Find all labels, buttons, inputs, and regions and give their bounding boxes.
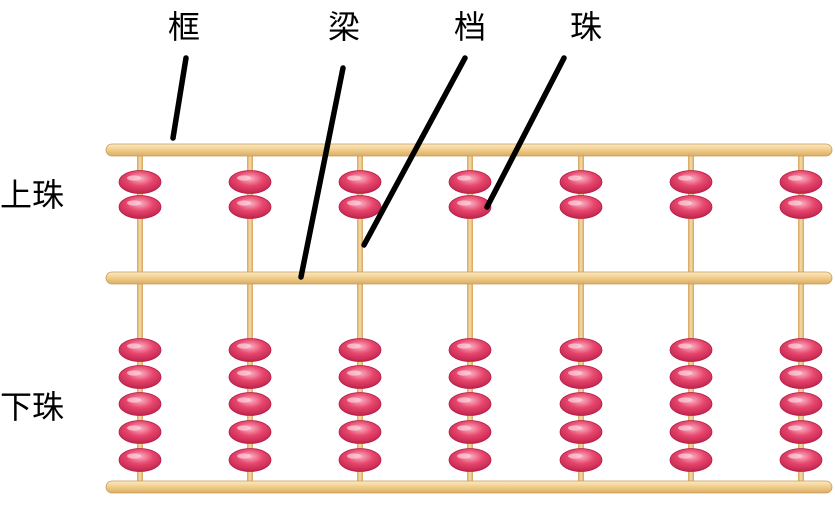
- lower-bead: [338, 420, 382, 444]
- lower-bead: [669, 392, 713, 416]
- lower-bead: [448, 448, 492, 472]
- rod: [247, 150, 253, 487]
- frame-bottom-bar: [105, 480, 833, 494]
- lower-bead: [228, 392, 272, 416]
- upper-bead: [228, 195, 272, 219]
- lower-bead: [228, 420, 272, 444]
- pointer-lines: [170, 55, 567, 280]
- bars-layer: [105, 143, 833, 494]
- lower-bead: [779, 448, 823, 472]
- upper-bead: [669, 195, 713, 219]
- beads-layer: [118, 170, 823, 472]
- lower-bead: [559, 420, 603, 444]
- lower-bead: [448, 392, 492, 416]
- lower-beads-label: 下珠: [0, 388, 64, 426]
- labels: 框 梁 档 珠 上珠 下珠: [0, 8, 602, 426]
- lower-bead: [669, 448, 713, 472]
- upper-beads-label: 上珠: [0, 176, 64, 214]
- beam-label: 梁: [328, 8, 360, 46]
- frame-pointer-line: [170, 55, 189, 141]
- lower-bead: [118, 392, 162, 416]
- lower-bead: [228, 365, 272, 389]
- upper-bead: [779, 170, 823, 194]
- lower-bead: [338, 338, 382, 362]
- rod: [578, 150, 584, 487]
- rod: [688, 150, 694, 487]
- upper-bead: [118, 195, 162, 219]
- rod: [467, 150, 473, 487]
- upper-bead: [559, 170, 603, 194]
- lower-bead: [779, 420, 823, 444]
- lower-bead: [228, 448, 272, 472]
- upper-bead: [669, 170, 713, 194]
- frame-top-bar: [105, 143, 833, 157]
- lower-bead: [228, 338, 272, 362]
- lower-bead: [779, 392, 823, 416]
- beam-bar: [105, 271, 833, 285]
- rod-label: 档: [454, 8, 486, 46]
- frame-label: 框: [168, 8, 200, 46]
- upper-bead: [448, 195, 492, 219]
- upper-bead: [228, 170, 272, 194]
- upper-bead: [338, 170, 382, 194]
- rod: [357, 150, 363, 487]
- rod: [798, 150, 804, 487]
- upper-bead: [779, 195, 823, 219]
- lower-bead: [559, 365, 603, 389]
- lower-bead: [118, 420, 162, 444]
- lower-bead: [118, 365, 162, 389]
- rod-pointer-line: [361, 55, 468, 248]
- lower-bead: [559, 338, 603, 362]
- lower-bead: [338, 448, 382, 472]
- upper-bead: [338, 195, 382, 219]
- bead-pointer-line: [484, 55, 567, 210]
- lower-bead: [669, 420, 713, 444]
- upper-bead: [559, 195, 603, 219]
- lower-bead: [448, 365, 492, 389]
- lower-bead: [559, 392, 603, 416]
- lower-bead: [559, 448, 603, 472]
- lower-bead: [779, 338, 823, 362]
- lower-bead: [669, 365, 713, 389]
- lower-bead: [448, 420, 492, 444]
- beam-pointer-line: [298, 65, 346, 280]
- lower-bead: [448, 338, 492, 362]
- lower-bead: [779, 365, 823, 389]
- lower-bead: [118, 448, 162, 472]
- bead-label: 珠: [570, 8, 602, 46]
- lower-bead: [669, 338, 713, 362]
- upper-bead: [118, 170, 162, 194]
- lower-bead: [338, 365, 382, 389]
- upper-bead: [448, 170, 492, 194]
- lower-bead: [338, 392, 382, 416]
- rods-layer: [137, 150, 804, 487]
- rod: [137, 150, 143, 487]
- lower-bead: [118, 338, 162, 362]
